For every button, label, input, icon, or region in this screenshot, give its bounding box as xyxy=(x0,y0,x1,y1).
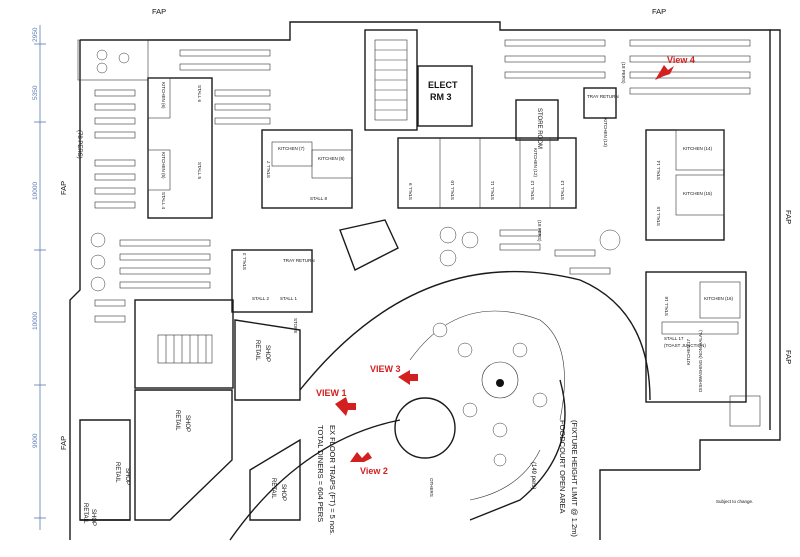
retail-label: SHOP xyxy=(184,415,190,432)
total-diners-note: TOTAL DINERS = 604 PERS xyxy=(316,425,325,522)
kitchen-label: KITCHEN (5) xyxy=(161,152,166,179)
stall-cluster-left: KITCHEN (6) STALL 6 KITCHEN (5) STALL 5 … xyxy=(147,77,213,219)
retail-label: SHOP xyxy=(124,468,130,485)
view-markers: VIEW 1 View 2 VIEW 3 View 4 xyxy=(316,55,695,476)
rm3-label: RM 3 xyxy=(430,92,452,102)
outer-walls xyxy=(69,21,781,540)
dimension-label: 2950 xyxy=(32,27,39,42)
floor-traps-note: EX FLOOR TRAPS (FT) = 5 nos. xyxy=(328,425,337,535)
store-room: STORE ROOM TRAY RETURN xyxy=(515,87,619,149)
retail-label: SHOP xyxy=(90,509,96,526)
stall-label: STALL 11 xyxy=(490,180,495,200)
fap-marker: FAP xyxy=(784,350,793,364)
open-area-note: FOODCOURT OPEN AREA xyxy=(558,420,567,514)
stall-label: STALL 6 xyxy=(197,85,202,103)
dimension-label: 10000 xyxy=(32,182,39,200)
elect-label: ELECT xyxy=(428,80,458,90)
store-label: STORE xyxy=(293,318,298,333)
fap-marker: FAP xyxy=(152,7,166,16)
view-1-label: VIEW 1 xyxy=(316,388,347,398)
view-1-arrow-icon xyxy=(335,397,356,416)
fap-marker: FAP xyxy=(59,181,68,195)
kitchen-label: KITCHEN (15) xyxy=(683,191,713,196)
stall-label: STALL 4 xyxy=(161,192,166,210)
seating-area-mid-left xyxy=(90,232,211,323)
retail-label: RETAIL xyxy=(254,340,260,361)
stall-cluster-mid-left: STALL 3 STALL 2 STALL 1 STORE TRAY RETUR… xyxy=(231,249,315,333)
seating-capacity: (18 PERS) xyxy=(537,220,542,242)
stall-label: STALL 16 xyxy=(664,296,669,316)
seating-area-upper-left: (78 PERS) xyxy=(76,39,271,209)
stall-pod xyxy=(339,219,399,271)
staircase-top xyxy=(364,29,418,131)
dishwashing-label: DISHWASHING (NON HALAL) xyxy=(698,330,703,392)
dimension-label: 9000 xyxy=(32,433,39,448)
view-2-label: View 2 xyxy=(360,466,388,476)
toast-junction-label: (TOAST JUNCTION) xyxy=(664,343,706,348)
stall-label: STALL 15 xyxy=(656,206,661,226)
stall-cluster-lower-right: KITCHEN (16) STALL 16 STALL 17 (TOAST JU… xyxy=(645,271,761,427)
view-4-arrow-icon xyxy=(655,65,674,80)
dimension-label: 5350 xyxy=(32,85,39,100)
stall-label: STALL 17 xyxy=(664,336,684,341)
kitchen-label: KITCHEN 17 xyxy=(686,338,691,365)
retail-label: RETAIL xyxy=(82,503,88,524)
stall-label: STALL 14 xyxy=(656,160,661,180)
view-2-arrow-icon xyxy=(350,452,372,462)
fap-marker: FAP xyxy=(784,210,793,224)
fap-marker: FAP xyxy=(652,7,666,16)
retail-label: RETAIL xyxy=(114,462,120,483)
seating-area-center: (18 PERS) xyxy=(439,220,621,275)
retail-label: SHOP xyxy=(264,345,270,362)
retail-label: RETAIL xyxy=(174,410,180,431)
view-4-label: View 4 xyxy=(667,55,695,65)
fap-marker: FAP xyxy=(59,436,68,450)
foodcourt-center xyxy=(394,310,565,501)
kitchen-label: KITCHEN (6) xyxy=(161,82,166,109)
tray-return-label: TRAY RETURN xyxy=(587,94,619,99)
staircase-lower xyxy=(134,299,234,389)
stall-label: STALL 13 xyxy=(560,180,565,200)
kitchen-label: KITCHEN (13) xyxy=(603,118,608,148)
view-3-arrow-icon xyxy=(398,370,418,385)
elect-room: ELECT RM 3 xyxy=(417,65,473,127)
stall-label: STALL 8 xyxy=(310,196,328,201)
stall-label: STALL 9 xyxy=(408,182,413,200)
seating-capacity: (18 PERS) xyxy=(621,62,626,84)
seating-capacity: (78 PERS) xyxy=(76,130,82,159)
store-room-label: STORE ROOM xyxy=(536,108,542,149)
notes: TOTAL DINERS = 604 PERS EX FLOOR TRAPS (… xyxy=(316,420,753,537)
stall-cluster-right: KITCHEN (14) KITCHEN (15) STALL 14 STALL… xyxy=(645,129,725,241)
others-label: OTHERS xyxy=(429,478,434,497)
stall-label: STALL 10 xyxy=(450,180,455,200)
stall-label: STALL 3 xyxy=(242,252,247,270)
fap-markers: FAP FAP FAP FAP FAP FAP xyxy=(59,7,793,450)
stall-label: STALL 2 xyxy=(252,296,270,301)
stall-label: STALL 1 xyxy=(280,296,298,301)
kitchen-label: KITCHEN (7) xyxy=(278,146,305,151)
subject-to-change-note: Subject to change. xyxy=(716,499,753,504)
retail-label: SHOP xyxy=(280,484,286,501)
stall-cluster-center: STALL 9 STALL 10 STALL 11 STALL 12 STALL… xyxy=(397,118,608,209)
kitchen-label: KITCHEN (12) xyxy=(533,148,538,178)
stall-label: STALL 7 xyxy=(266,160,271,178)
tray-return-label: TRAY RETURN xyxy=(283,258,315,263)
stall-label: STALL 12 xyxy=(530,180,535,200)
fixture-limit-note: (FIXTURE HEIGHT LIMIT @ 1.2m) xyxy=(570,420,579,537)
seating-capacity: (149 pers) xyxy=(530,462,536,489)
kitchen-label: KITCHEN (16) xyxy=(704,296,734,301)
stall-cluster-mid: KITCHEN (7) KITCHEN (8) STALL 7 STALL 8 xyxy=(261,129,353,209)
dimension-label: 10000 xyxy=(32,312,39,330)
stall-label: STALL 5 xyxy=(197,162,202,180)
kitchen-label: KITCHEN (14) xyxy=(683,146,713,151)
dimension-ruler: 2950 5350 10000 10000 9000 xyxy=(32,25,46,530)
view-3-label: VIEW 3 xyxy=(370,364,401,374)
kitchen-label: KITCHEN (8) xyxy=(318,156,345,161)
seating-area-top-right: (18 PERS) xyxy=(504,39,751,95)
